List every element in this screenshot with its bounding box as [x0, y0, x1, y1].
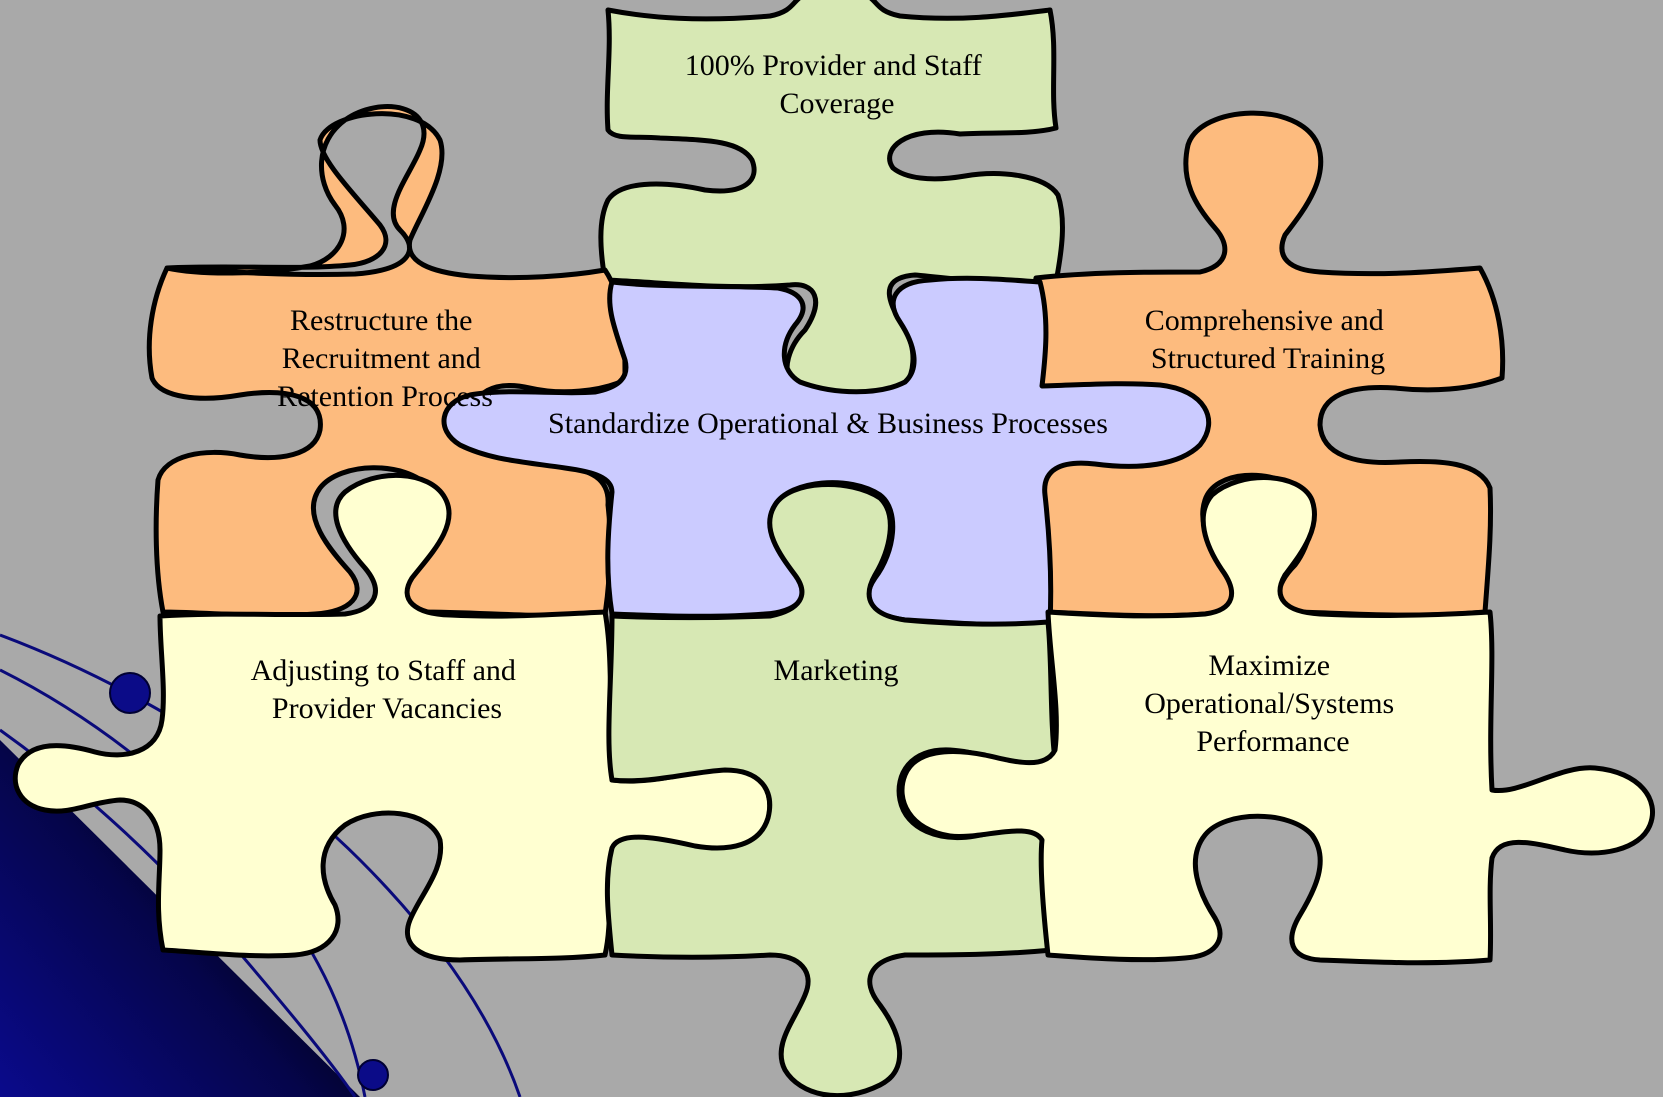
piece-label-top-center: 100% Provider and Staff Coverage	[685, 49, 989, 120]
piece-label-bottom-left: Adjusting to Staff and Provider Vacancie…	[251, 654, 524, 725]
puzzle-piece-bottom-left	[12, 473, 773, 963]
orbit-dot	[109, 672, 151, 714]
puzzle-piece-bottom-right	[899, 475, 1656, 966]
orbit-dot	[357, 1059, 389, 1091]
piece-label-top-right: Comprehensive and Structured Training	[1145, 304, 1392, 375]
puzzle-piece-top-center	[598, 0, 1065, 396]
piece-label-bottom-center: Marketing	[774, 654, 899, 687]
labels: 100% Provider and Staff Coverage Restruc…	[251, 49, 1401, 758]
piece-label-bottom-right: Maximize Operational/Systems Performance	[1144, 649, 1401, 758]
piece-label-center: Standardize Operational & Business Proce…	[548, 407, 1108, 440]
piece-label-top-left: Restructure the Recruitment and Retentio…	[277, 304, 493, 413]
orbit-arc	[0, 633, 522, 1097]
